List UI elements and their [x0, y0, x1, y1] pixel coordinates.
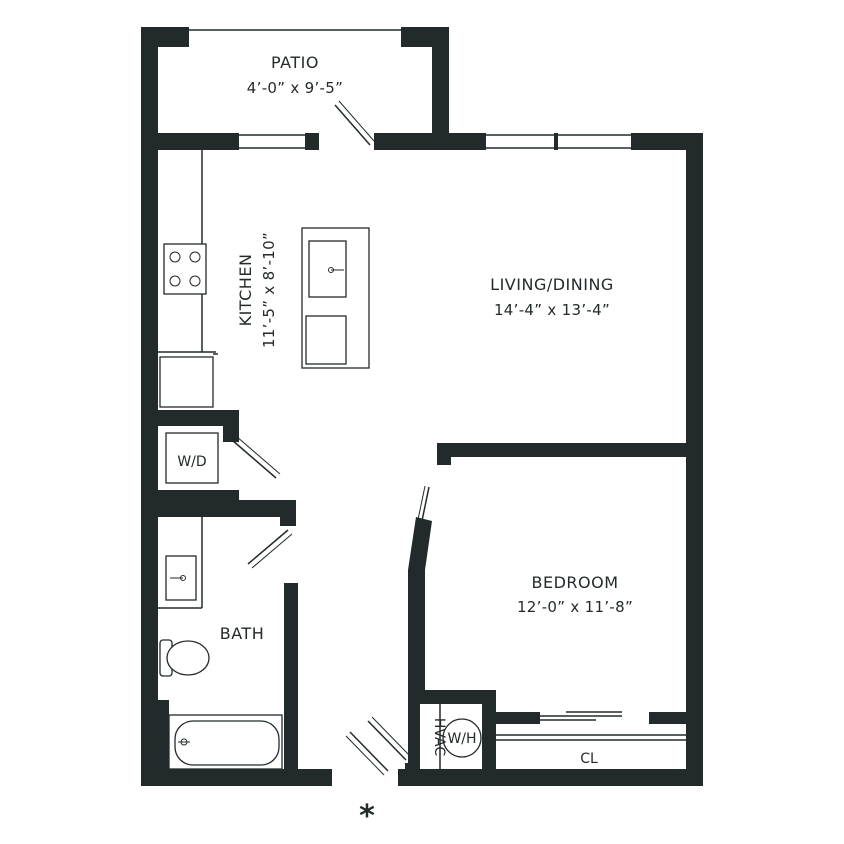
kitchen-counter — [158, 150, 218, 408]
bedroom-label: BEDROOM — [531, 573, 618, 592]
top-wall — [141, 100, 703, 150]
right-wall — [686, 133, 703, 786]
living-dining-label: LIVING/DINING — [490, 275, 614, 294]
dishwasher-icon — [305, 315, 347, 365]
entry-door — [345, 716, 411, 776]
water-heater-icon — [442, 718, 482, 758]
kitchen-dimensions: 11’-5” x 8’-10” — [260, 232, 278, 348]
washer-dryer-label: W/D — [177, 454, 206, 470]
patio-walls — [141, 27, 449, 149]
refrigerator-icon — [159, 356, 214, 408]
bedroom-walls — [408, 443, 703, 770]
patio-dimensions: 4’-0” x 9’-5” — [247, 79, 343, 97]
stove-icon — [163, 243, 207, 295]
left-wall — [141, 133, 169, 785]
patio-label: PATIO — [271, 53, 319, 72]
bath-label: BATH — [220, 624, 264, 643]
toilet-icon — [159, 639, 210, 677]
closet-label: CL — [580, 751, 598, 767]
sink-icon — [308, 240, 347, 298]
entry-marker: * — [359, 799, 375, 834]
water-heater-label: W/H — [447, 731, 476, 747]
bathtub-icon — [168, 714, 283, 770]
bathroom — [158, 517, 298, 785]
laundry-closet — [141, 410, 296, 526]
kitchen-island — [301, 227, 370, 369]
kitchen-label: KITCHEN — [236, 254, 255, 327]
hvac-label: HVAC — [431, 718, 447, 757]
living-dining-dimensions: 14’-4” x 13’-4” — [494, 301, 610, 319]
bedroom-dimensions: 12’-0” x 11’-8” — [517, 598, 633, 616]
mechanical-closet — [408, 700, 482, 770]
